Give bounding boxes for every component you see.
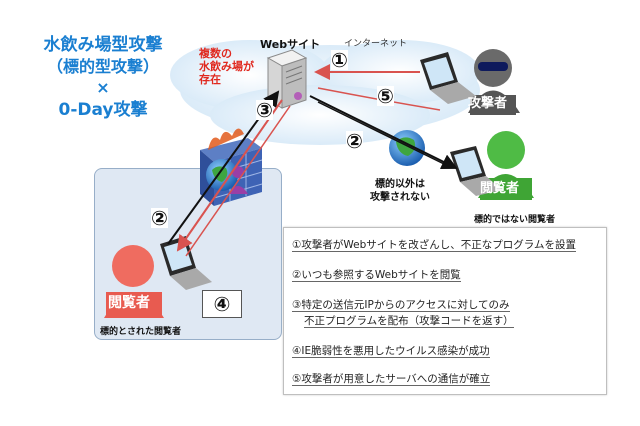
step-4: ④IE脆弱性を悪用したウイルス感染が成功 — [292, 344, 490, 358]
compromised-line-1: 複数の — [199, 47, 232, 60]
safe-note-line-2: 攻撃されない — [370, 192, 430, 203]
step-1: ①攻撃者がWebサイトを改ざんし、不正なプログラムを設置 — [292, 238, 576, 252]
marker-step-5: ⑤ — [377, 84, 394, 108]
step-3-line-2: 不正プログラムを配布（攻撃コードを返す） — [304, 314, 514, 328]
step-4-text: ④IE脆弱性を悪用したウイルス感染が成功 — [292, 345, 490, 358]
target-laptop-icon — [160, 236, 212, 290]
safe-note-line-1: 標的以外は — [375, 179, 425, 190]
title-line-2: （標的型攻撃） — [46, 57, 159, 76]
title-line-3: × — [96, 78, 110, 97]
attacker-laptop-icon — [420, 52, 476, 104]
steps-legend: ①攻撃者がWebサイトを改ざんし、不正なプログラムを設置 ②いつも参照するWeb… — [283, 227, 607, 395]
arrow-step-3 — [176, 99, 283, 252]
target-viewer-figure — [104, 245, 164, 318]
step-5: ⑤攻撃者が用意したサーバへの通信が確立 — [292, 372, 491, 386]
step-2: ②いつも参照するWebサイトを閲覧 — [292, 268, 461, 282]
step-3-text-cont: 不正プログラムを配布（攻撃コードを返す） — [304, 315, 514, 328]
non-target-viewer-label: 閲覧者 — [480, 181, 520, 196]
marker-step-3: ③ — [256, 98, 273, 122]
arrow-step-5-return — [185, 105, 291, 257]
attacker-label: 攻撃者 — [468, 96, 508, 111]
marker-step-2-nontarget: ② — [346, 129, 363, 153]
malware-icon — [294, 92, 302, 100]
target-viewer-label: 閲覧者 — [108, 295, 150, 311]
compromised-line-2: 水飲み場が — [199, 60, 254, 73]
compromised-line-3: 存在 — [199, 73, 221, 86]
step-2-text: ②いつも参照するWebサイトを閲覧 — [292, 269, 461, 282]
marker-step-1: ① — [331, 48, 348, 72]
step-5-text: ⑤攻撃者が用意したサーバへの通信が確立 — [292, 373, 491, 386]
step-3-line-1: ③特定の送信元IPからのアクセスに対してのみ — [292, 298, 510, 312]
marker-step-4: ④ — [202, 290, 242, 318]
compromised-sites-label: 複数の 水飲み場が 存在 — [199, 47, 254, 86]
internet-label: インターネット — [344, 39, 408, 49]
diagram-title: 水飲み場型攻撃 （標的型攻撃） × 0-Day攻撃 — [28, 34, 178, 122]
arrow-step-2-nontarget — [309, 95, 458, 169]
marker-step-2-target: ② — [151, 206, 168, 230]
non-target-safe-note: 標的以外は 攻撃されない — [370, 178, 430, 204]
arrow-step-2-nontarget-return — [317, 101, 445, 165]
target-caption: 標的とされた閲覧者 — [100, 327, 182, 337]
website-label: Webサイト — [260, 38, 321, 51]
title-line-1: 水飲み場型攻撃 — [43, 35, 163, 55]
non-target-laptop-icon — [450, 146, 502, 196]
non-target-caption: 標的ではない閲覧者 — [474, 215, 556, 225]
title-line-4: 0-Day攻撃 — [58, 100, 148, 120]
attacker-figure — [468, 49, 520, 115]
step-3-text: ③特定の送信元IPからのアクセスに対してのみ — [292, 299, 510, 312]
step-1-text: ①攻撃者がWebサイトを改ざんし、不正なプログラムを設置 — [292, 239, 576, 252]
